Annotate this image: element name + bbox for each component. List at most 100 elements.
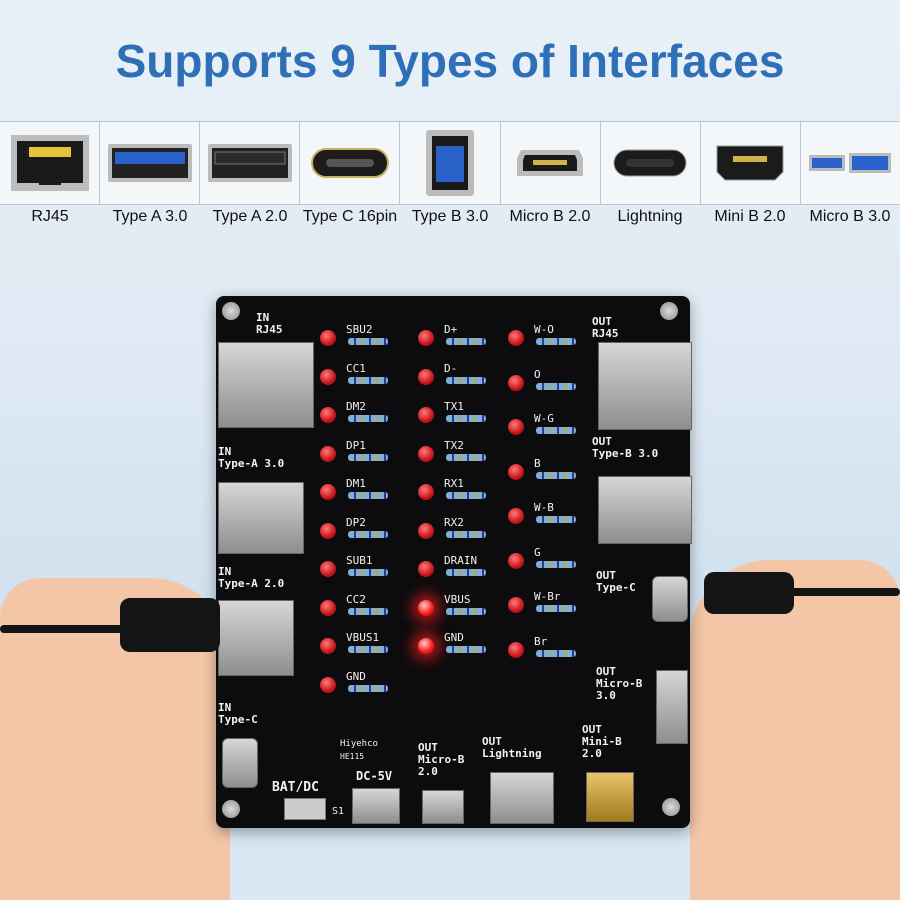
pin-label: SUB1 — [346, 554, 373, 567]
resistor — [348, 684, 388, 692]
right-usb-cable — [790, 588, 900, 596]
screw — [222, 800, 240, 818]
in-type-c-port[interactable] — [222, 738, 258, 788]
led-indicator — [418, 638, 434, 654]
resistor — [536, 649, 576, 657]
resistor — [348, 569, 388, 576]
pin-label: W-B — [534, 501, 554, 514]
pin-label: DP2 — [346, 515, 366, 529]
label-type-a-2: Type A 2.0 — [212, 208, 288, 225]
right-usb-plug — [704, 572, 794, 614]
out-rj45-label: OUT RJ45 — [592, 315, 619, 340]
in-rj45-label: IN RJ45 — [256, 311, 283, 336]
label-type-a-3: Type A 3.0 — [112, 208, 188, 225]
dc5v-port[interactable] — [352, 788, 400, 824]
led-indicator — [418, 561, 434, 577]
resistor — [348, 646, 388, 653]
pin-label: GND — [346, 669, 366, 683]
resistor — [348, 376, 388, 384]
led-indicator — [508, 597, 524, 613]
pin-label: Br — [534, 634, 548, 648]
pin-label: W-O — [534, 323, 554, 336]
led-indicator — [508, 552, 524, 569]
led-indicator — [320, 445, 336, 462]
led-indicator — [418, 330, 434, 346]
in-type-a3-port[interactable] — [218, 482, 304, 554]
resistor — [348, 338, 388, 345]
left-usb-plug — [120, 598, 220, 652]
out-type-b3-label: OUT Type-B 3.0 — [592, 435, 659, 460]
led-indicator — [320, 330, 336, 346]
usb-type-c-port-icon — [300, 122, 401, 204]
pin-label: G — [534, 545, 541, 559]
micro-b-2-port-icon — [501, 122, 601, 204]
pin-label: RX2 — [444, 515, 464, 529]
interface-strip — [0, 121, 900, 205]
bat-dc-label: BAT/DC — [272, 780, 319, 795]
in-type-c-label: IN Type-C — [218, 701, 258, 726]
pin-label: W-Br — [534, 590, 561, 603]
pin-label: DRAIN — [444, 554, 478, 567]
in-type-a2-port[interactable] — [218, 600, 294, 676]
out-mini-b-port[interactable] — [586, 772, 634, 822]
pin-label: GND — [444, 631, 464, 644]
resistor — [536, 560, 576, 568]
usb-type-a-2-port-icon — [200, 122, 301, 204]
pin-label: DM2 — [346, 400, 366, 413]
out-type-c-port[interactable] — [652, 576, 688, 622]
resistor — [348, 492, 388, 499]
usb-type-a-3-port-icon — [100, 122, 201, 204]
out-type-b3-port[interactable] — [598, 476, 692, 544]
pin-label: O — [534, 367, 541, 381]
resistor — [348, 530, 388, 538]
led-indicator — [418, 368, 434, 385]
micro-b-3-port-icon — [801, 122, 900, 204]
led-indicator — [508, 419, 524, 435]
in-rj45-port[interactable] — [218, 342, 314, 428]
led-indicator — [320, 638, 336, 654]
label-type-c: Type C 16pin — [302, 208, 398, 225]
led-indicator — [418, 522, 434, 539]
pin-label: TX2 — [444, 438, 464, 452]
out-rj45-port[interactable] — [598, 342, 692, 430]
out-micro-b3-port[interactable] — [656, 670, 688, 744]
left-usb-cable — [0, 625, 130, 633]
pin-label: DP1 — [346, 438, 366, 452]
mini-b-port-icon — [701, 122, 801, 204]
right-hand — [690, 560, 900, 900]
model-label: HE115 — [340, 752, 365, 761]
resistor — [536, 338, 576, 345]
label-micro-b-3: Micro B 3.0 — [809, 208, 891, 225]
resistor — [446, 376, 486, 384]
label-lightning: Lightning — [617, 208, 683, 225]
resistor — [536, 516, 576, 523]
in-type-a2-label: IN Type-A 2.0 — [218, 565, 285, 590]
pin-label: TX1 — [444, 400, 464, 413]
resistor — [348, 607, 388, 615]
led-indicator — [418, 599, 434, 616]
pin-label: RX1 — [444, 477, 464, 490]
led-indicator — [418, 484, 434, 500]
label-rj45: RJ45 — [31, 208, 69, 225]
led-indicator — [320, 599, 336, 616]
pin-label: D+ — [444, 323, 458, 336]
pin-label: W-G — [534, 412, 554, 425]
out-micro-b2-port[interactable] — [422, 790, 464, 824]
pin-label: D- — [444, 361, 458, 375]
resistor — [536, 382, 576, 390]
out-lightning-port[interactable] — [490, 772, 554, 824]
resistor — [536, 471, 576, 479]
led-indicator — [320, 407, 336, 423]
label-type-b-3: Type B 3.0 — [411, 208, 489, 225]
resistor — [348, 453, 388, 461]
power-switch[interactable] — [284, 798, 326, 820]
resistor — [446, 492, 486, 499]
rj45-port-icon — [0, 122, 101, 204]
screw — [660, 302, 678, 320]
resistor — [446, 607, 486, 615]
out-type-c-label: OUT Type-C — [596, 569, 636, 594]
led-indicator — [508, 641, 524, 658]
led-indicator — [320, 484, 336, 500]
resistor — [446, 338, 486, 345]
screw — [222, 302, 240, 320]
